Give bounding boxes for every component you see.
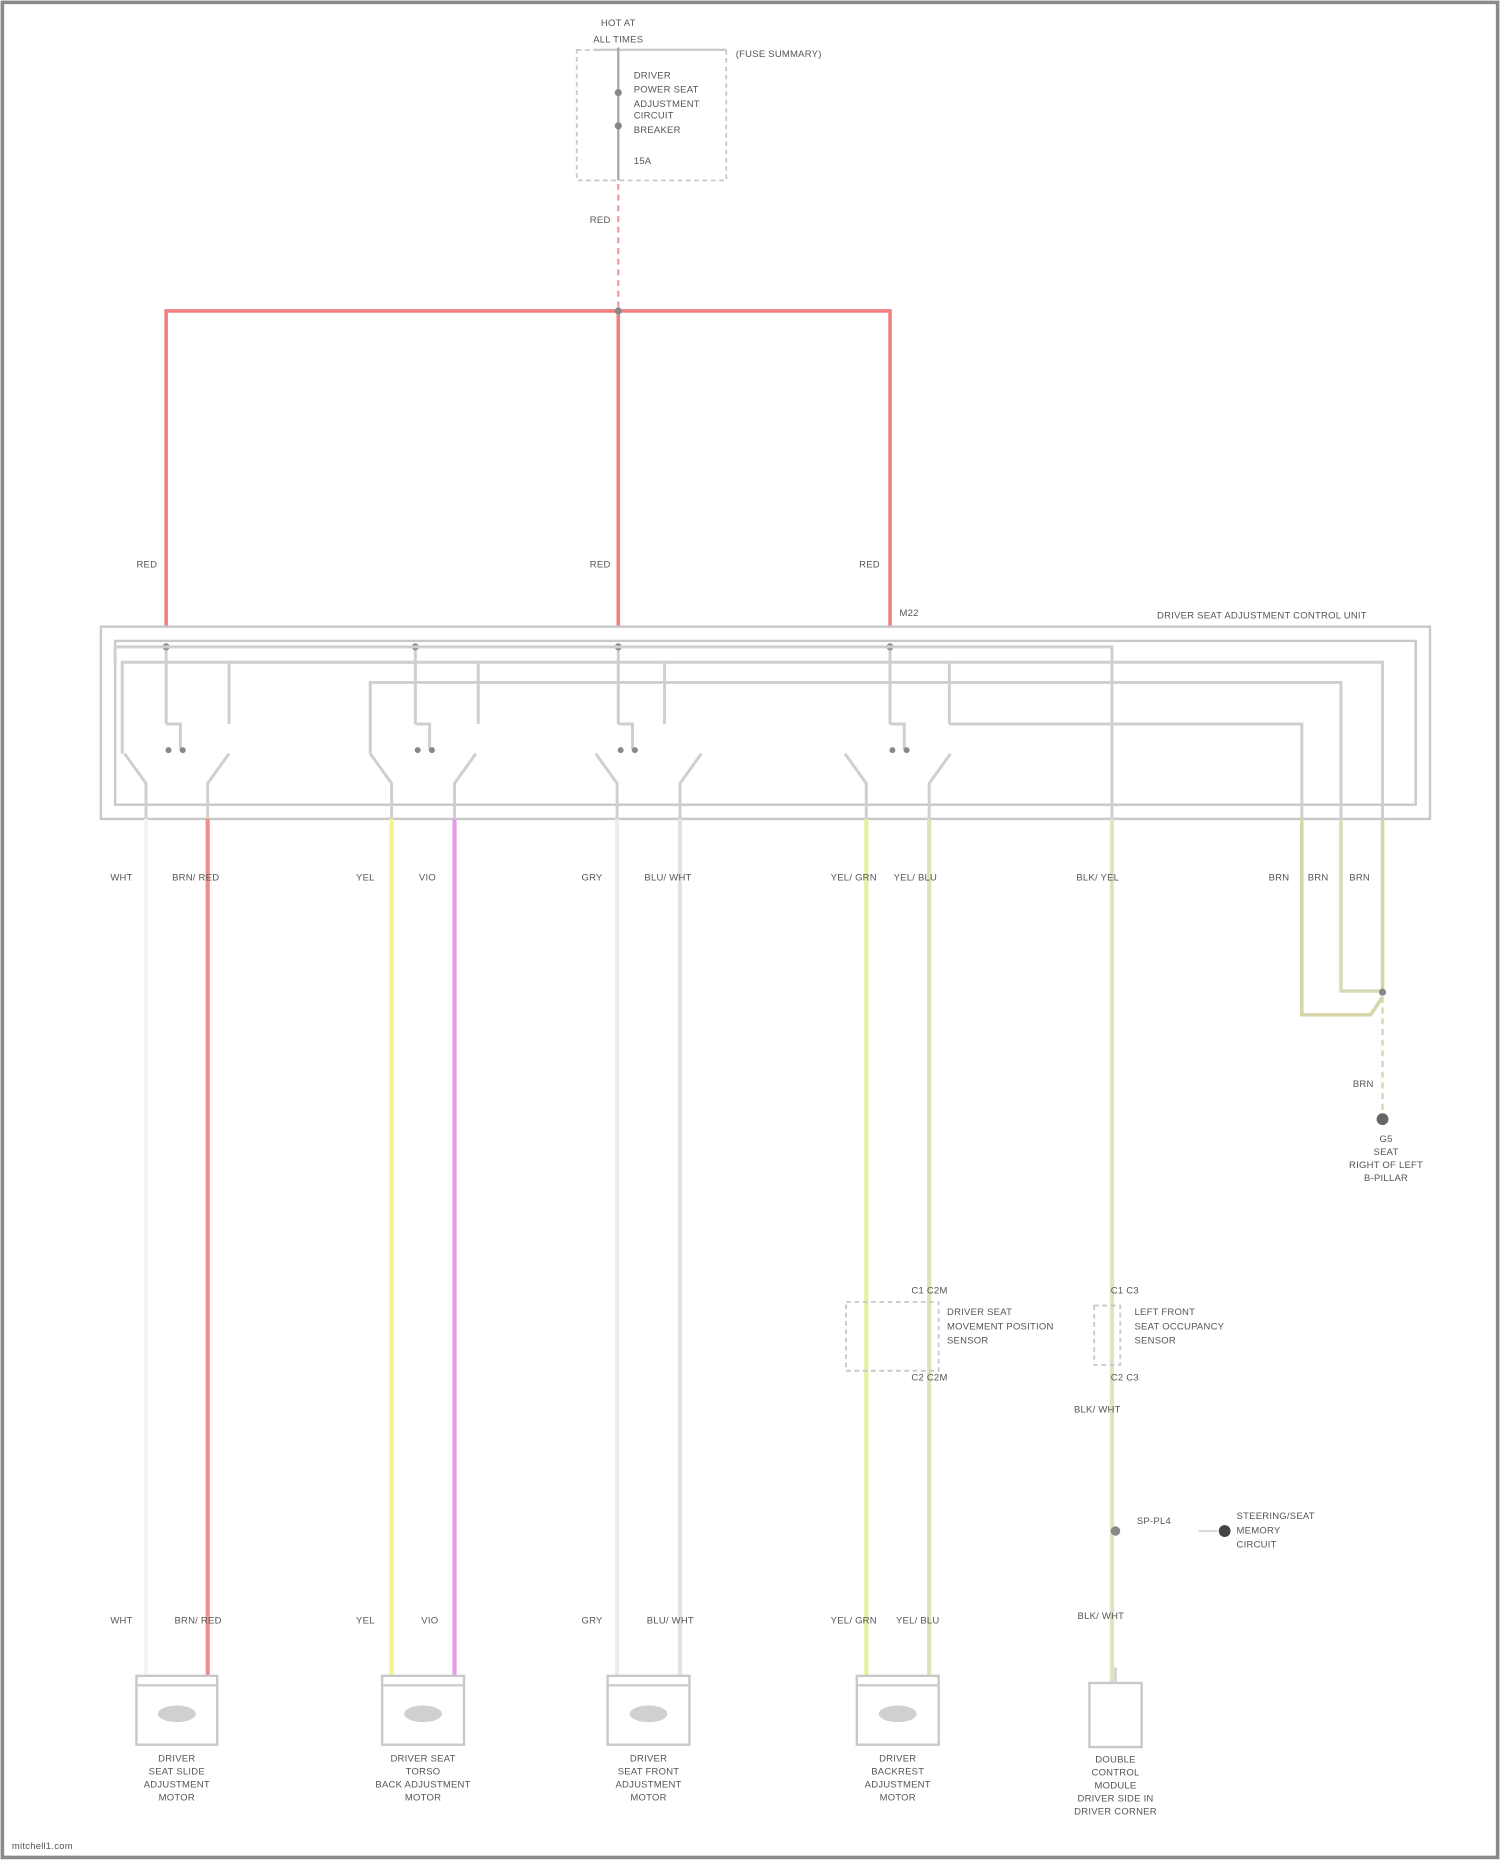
wire-label: BRN/ RED [172,873,219,884]
switch-1 [125,643,229,819]
feed-wire-label: RED [590,215,611,226]
sensor-label: SEAT OCCUPANCY [1134,1321,1224,1332]
splice-target[interactable]: MEMORY [1237,1525,1281,1536]
motor-label: BACK ADJUSTMENT [375,1779,470,1790]
ground-label: RIGHT OF LEFT [1349,1160,1423,1171]
motor-4: YEL/ GRN YEL/ BLU DRIVER BACKREST ADJUSTMENT… [831,1616,940,1804]
fuse-summary-ref[interactable]: (FUSE SUMMARY) [736,49,822,60]
motor-wire-label: WHT [110,1616,132,1627]
power-source-line2: ALL TIMES [593,35,643,46]
motor-label: MOTOR [880,1792,916,1803]
module-label: DOUBLE [1095,1754,1135,1765]
motor-1: WHT BRN/ RED DRIVER SEAT SLIDE ADJUSTMENT MOT… [110,1616,221,1804]
module-label: CONTROL [1091,1768,1139,1779]
wire-label: VIO [419,873,436,884]
ground-label: SEAT [1374,1147,1399,1158]
motor-icon [630,1706,668,1723]
sensor-connector: C2 C2M [911,1372,947,1383]
module-label: DRIVER SIDE IN [1077,1794,1153,1805]
motor-label: SEAT FRONT [618,1766,680,1777]
motor-icon [404,1706,442,1723]
motor-label: ADJUSTMENT [865,1779,931,1790]
sensor-label: SENSOR [1134,1336,1175,1347]
motor-label: TORSO [406,1766,441,1777]
branch-wire-label: RED [590,559,611,570]
wire-label: YEL/ BLU [894,873,938,884]
motor-label: DRIVER SEAT [390,1753,455,1764]
breaker-rating: 15A [634,156,652,167]
wire-label: WHT [110,873,132,884]
motor-label: DRIVER [879,1753,916,1764]
switch-2 [370,643,478,819]
branch-wire-label: RED [859,559,880,570]
ground-wire-label: BRN [1353,1079,1374,1090]
double-control-module: DOUBLE CONTROL MODULE DRIVER SIDE IN DRI… [1074,1668,1157,1818]
motor-label: MOTOR [405,1792,441,1803]
motor-label: BACKREST [871,1766,924,1777]
wire-label: BRN [1269,873,1290,884]
power-source-line1: HOT AT [601,18,636,29]
module-label: MODULE [1095,1781,1137,1792]
motor-label: MOTOR [159,1792,195,1803]
motor-wire-label: YEL/ GRN [831,1616,877,1627]
motor-label: MOTOR [630,1792,666,1803]
ground-id: G5 [1380,1134,1393,1145]
splice-id: SP-PL4 [1137,1516,1171,1527]
motor-icon [879,1706,917,1723]
movement-position-sensor: C1 C2M C2 C2M DRIVER SEAT MOVEMENT POSIT… [846,1286,1053,1384]
motor-3: GRY BLU/ WHT DRIVER SEAT FRONT ADJUSTMENT MOT… [581,1616,693,1804]
sensor-connector: C1 C3 [1111,1286,1139,1297]
breaker-label: BREAKER [634,125,681,136]
wire-label: BRN [1308,873,1329,884]
motor-wire-label: BLU/ WHT [647,1616,694,1627]
sensor-out-wire-label: BLK/ WHT [1074,1404,1121,1415]
motor-label: DRIVER [158,1753,195,1764]
ground-icon [1377,1113,1389,1125]
motor-icon [158,1706,196,1723]
circuit-breaker: HOT AT ALL TIMES (FUSE SUMMARY) DRIVER P… [577,18,822,180]
motor-wire-label: BRN/ RED [174,1616,221,1627]
red-bus-wire [166,311,890,627]
motor-wire-label: VIO [421,1616,438,1627]
footer-credit: mitchell1.com [12,1841,73,1852]
wire-label: YEL [356,873,375,884]
motor-label: DRIVER [630,1753,667,1764]
connector-arrow-icon[interactable] [1219,1525,1231,1537]
motor-wire-label: YEL/ BLU [896,1616,940,1627]
sensor-connector: C1 C2M [911,1286,947,1297]
motor-wire-label: YEL [356,1616,375,1627]
motor-wire-label: GRY [581,1616,603,1627]
sensor-label: MOVEMENT POSITION [947,1321,1054,1332]
ground-label: B-PILLAR [1364,1173,1408,1184]
control-unit-label: DRIVER SEAT ADJUSTMENT CONTROL UNIT [1157,610,1367,621]
control-unit-connector: M22 [900,608,919,619]
motor-label: ADJUSTMENT [615,1779,681,1790]
splice: SP-PL4 STEERING/SEAT MEMORY CIRCUIT [1111,1511,1315,1550]
splice-target[interactable]: STEERING/SEAT [1237,1511,1315,1522]
branch-wire-label: RED [136,559,157,570]
wire-label: BLK/ YEL [1076,873,1119,884]
sensor-connector: C2 C3 [1111,1372,1139,1383]
module-label: DRIVER CORNER [1074,1807,1157,1818]
wire-label: GRY [581,873,603,884]
sensor-label: DRIVER SEAT [947,1307,1012,1318]
wire-label: BLU/ WHT [644,873,691,884]
wire-label: BRN [1349,873,1370,884]
sensor-label: SENSOR [947,1336,988,1347]
breaker-label: POWER SEAT [634,85,699,96]
wire-label: YEL/ GRN [831,873,877,884]
breaker-label: ADJUSTMENT [634,99,700,110]
control-unit: DRIVER SEAT ADJUSTMENT CONTROL UNIT M22 [101,608,1430,819]
breaker-label: DRIVER [634,70,671,81]
motor-label: SEAT SLIDE [149,1766,205,1777]
splice-target[interactable]: CIRCUIT [1237,1540,1277,1551]
switch-3 [596,643,702,819]
motor-label: ADJUSTMENT [144,1779,210,1790]
module-wire-label: BLK/ WHT [1078,1611,1125,1622]
sensor-label: LEFT FRONT [1134,1307,1195,1318]
breaker-label: CIRCUIT [634,111,674,122]
switch-4 [845,643,951,819]
